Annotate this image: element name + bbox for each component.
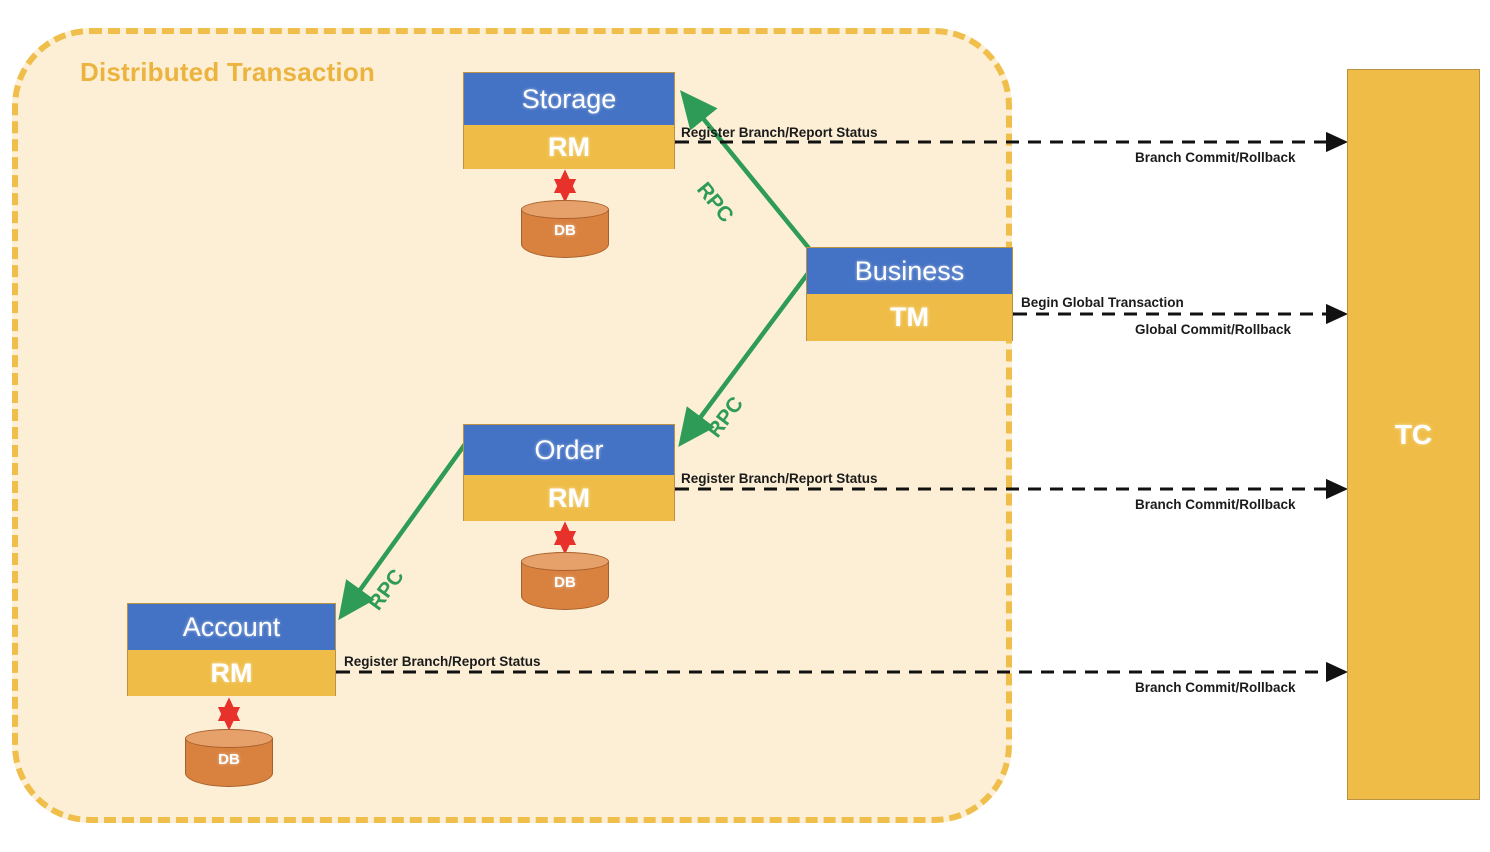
database-cylinder-account: DB (185, 729, 273, 791)
db-top-ellipse (521, 200, 609, 219)
connector-label-account-top: Register Branch/Report Status (344, 654, 541, 669)
service-role-order: RM (464, 475, 674, 521)
transaction-coordinator-bar[interactable]: TC (1347, 69, 1480, 800)
connector-label-business-bottom: Global Commit/Rollback (1135, 322, 1292, 337)
connector-label-business-top: Begin Global Transaction (1021, 295, 1184, 310)
service-name-storage: Storage (464, 73, 674, 125)
service-name-account: Account (128, 604, 335, 650)
connector-label-storage-top: Register Branch/Report Status (681, 125, 878, 140)
database-cylinder-order: DB (521, 552, 609, 614)
db-top-ellipse (521, 552, 609, 571)
database-cylinder-storage: DB (521, 200, 609, 262)
distributed-transaction-label: Distributed Transaction (80, 57, 375, 87)
service-name-order: Order (464, 425, 674, 475)
db-top-ellipse (185, 729, 273, 748)
connector-label-storage-bottom: Branch Commit/Rollback (1135, 150, 1296, 165)
service-box-business[interactable]: Business TM (806, 247, 1013, 341)
connector-label-order-bottom: Branch Commit/Rollback (1135, 497, 1296, 512)
service-role-storage: RM (464, 125, 674, 169)
service-box-account[interactable]: Account RM (127, 603, 336, 696)
db-label-order: DB (554, 574, 576, 591)
db-body (521, 561, 609, 610)
connector-label-account-bottom: Branch Commit/Rollback (1135, 680, 1296, 695)
service-box-order[interactable]: Order RM (463, 424, 675, 521)
service-role-business: TM (807, 294, 1012, 341)
service-name-business: Business (807, 248, 1012, 294)
db-label-account: DB (218, 751, 240, 768)
service-role-account: RM (128, 650, 335, 696)
connector-label-order-top: Register Branch/Report Status (681, 471, 878, 486)
db-label-storage: DB (554, 222, 576, 239)
service-box-storage[interactable]: Storage RM (463, 72, 675, 169)
